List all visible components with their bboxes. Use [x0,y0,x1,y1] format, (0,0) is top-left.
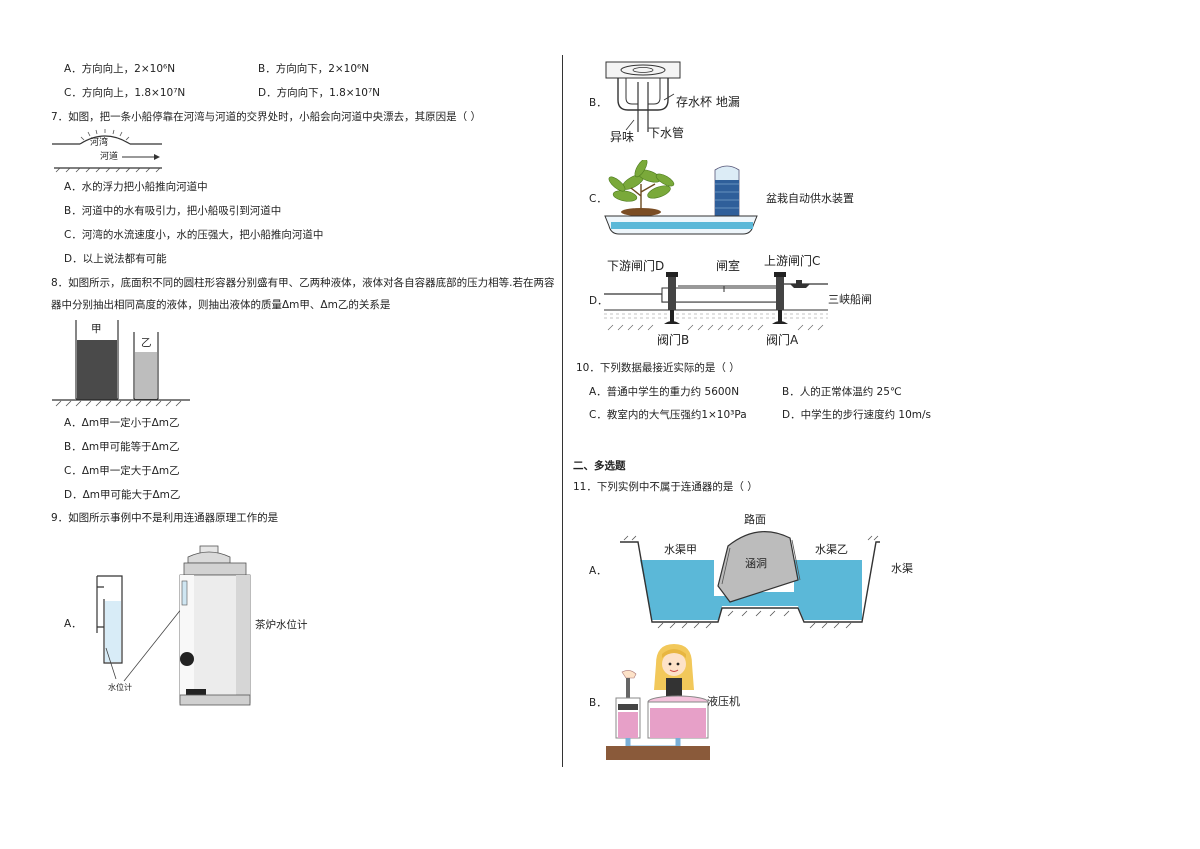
q9-c-caption: 盆栽自动供水装置 [766,192,854,205]
q8-option-b: B．Δm甲可能等于Δm乙 [64,441,180,453]
q11-hydraulic-press-figure [606,644,710,760]
q7-option-a: A．水的浮力把小船推向河道中 [64,181,208,193]
q9-option-a-letter: A． [64,618,82,630]
q9-option-d-letter: D． [589,295,608,307]
q7-river-figure [52,129,162,173]
q9-option-b-letter: B． [589,97,607,109]
q7-stem: 7．如图，把一条小船停靠在河湾与河道的交界处时，小船会向河道中央漂去，其原因是（… [51,111,482,123]
q11-option-a-letter: A． [589,565,607,577]
q9-b-label-cup: 存水杯 地漏 [676,95,740,109]
q11-a-label-culvert: 涵洞 [745,557,767,570]
q11-culvert-figure [620,531,880,629]
q8-label-yi: 乙 [141,337,152,349]
q6-option-d: D．方向向下，1.8×10⁷N [258,87,381,99]
q11-b-caption: 液压机 [707,695,740,708]
q9-d-label-lock: 三峡船闸 [828,293,872,306]
q11-option-b-letter: B． [589,697,607,709]
q7-label-bay: 河湾 [90,138,109,148]
q6-option-a: A．方向向上，2×10⁶N [64,63,176,75]
q9-d-label-valve-a: 阀门A [766,333,799,347]
column-divider [562,55,563,767]
q9-d-label-valve-b: 阀门B [657,333,690,347]
q8-containers-figure [52,320,190,407]
q7-option-d: D．以上说法都有可能 [64,253,167,265]
q8-stem-line1: 8．如图所示，底面积不同的圆柱形容器分别盛有甲、乙两种液体，液体对各自容器底部的… [51,277,555,289]
q6-option-c: C．方向向上，1.8×10⁷N [64,87,186,99]
q10-stem: 10．下列数据最接近实际的是（ ） [576,362,740,374]
q10-option-b: B．人的正常体温约 25℃ [782,386,902,398]
q9-stem: 9．如图所示事例中不是利用连通器原理工作的是 [51,512,279,524]
q7-option-c: C．河湾的水流速度小，水的压强大，把小船推向河道中 [64,229,324,241]
q7-option-b: B．河道中的水有吸引力，把小船吸引到河道中 [64,205,282,217]
q9-plant-watering-figure [604,160,758,235]
q10-option-a: A．普通中学生的重力约 5600N [589,386,740,398]
q9-d-label-gate-c: 上游闸门C [764,254,821,268]
section-title-multiple-choice: 二、多选题 [573,460,626,472]
q9-b-label-pipe: 下水管 [648,126,685,140]
q6-option-b: B．方向向下，2×10⁶N [258,63,370,75]
q11-a-label-canal-yi: 水渠乙 [815,543,848,556]
q11-a-label-canal-jia: 水渠甲 [664,543,697,556]
q10-option-d: D．中学生的步行速度约 10m/s [782,409,932,421]
q9-b-label-odor: 异味 [610,130,635,144]
q9-option-c-letter: C． [589,193,607,205]
q8-label-jia: 甲 [91,323,102,335]
q9-floor-drain-figure [605,61,681,132]
q9-tea-boiler-figure [96,545,251,706]
q9-a-label-gauge: 水位计 [108,683,132,692]
q9-d-label-gate-d: 下游闸门D [607,259,665,273]
q10-option-c: C．教室内的大气压强约1×10³Pa [589,409,747,421]
q7-label-channel: 河道 [100,152,119,162]
q9-a-caption: 茶炉水位计 [255,619,308,631]
q8-option-a: A．Δm甲一定小于Δm乙 [64,417,180,429]
q11-a-label-road: 路面 [744,513,766,526]
q11-a-label-canal: 水渠 [891,562,913,575]
q8-option-c: C．Δm甲一定大于Δm乙 [64,465,180,477]
q8-stem-line2: 器中分别抽出相同高度的液体，则抽出液体的质量Δm甲、Δm乙的关系是 [51,299,391,311]
q9-d-label-chamber: 闸室 [716,259,741,273]
q8-option-d: D．Δm甲可能大于Δm乙 [64,489,181,501]
q11-stem: 11．下列实例中不属于连通器的是（ ） [573,481,758,493]
q9-ship-lock-figure [604,272,828,331]
